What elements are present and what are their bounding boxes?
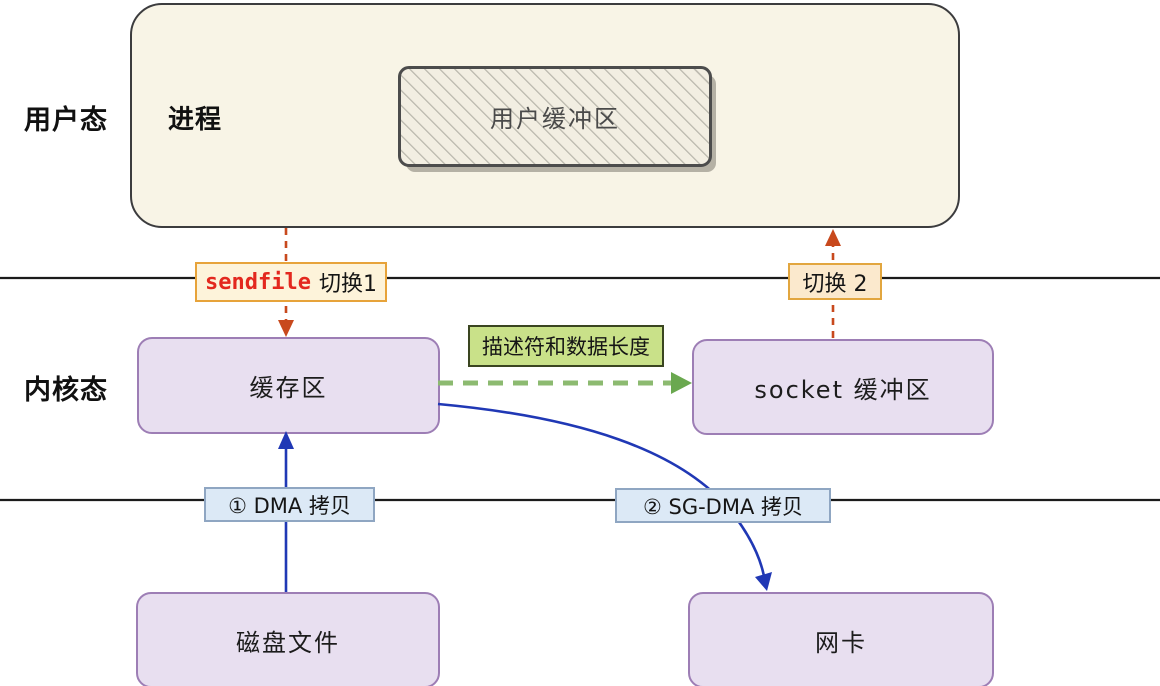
sendfile-switch1-tag: sendfile 切换1 <box>195 262 387 302</box>
dma-copy-tag: ① DMA 拷贝 <box>204 487 375 522</box>
kernel-buffer-box: 缓存区 <box>137 337 440 434</box>
sgdma-arrowhead <box>755 572 772 591</box>
switch2-arrowhead <box>825 229 841 246</box>
user-mode-label: 用户态 <box>24 105 108 136</box>
descriptor-tag: 描述符和数据长度 <box>468 325 664 367</box>
process-label: 进程 <box>168 105 223 135</box>
disk-file-box: 磁盘文件 <box>136 592 440 686</box>
switch2-text: 切换 2 <box>802 271 868 297</box>
nic-label: 网卡 <box>815 628 867 657</box>
kernel-mode-label: 内核态 <box>24 375 108 406</box>
user-buffer-box: 用户缓冲区 <box>398 66 712 167</box>
nic-box: 网卡 <box>688 592 994 686</box>
kernel-buffer-label: 缓存区 <box>249 374 328 402</box>
socket-buffer-label: socket 缓冲区 <box>754 375 932 404</box>
sgdma-copy-tag: ② SG-DMA 拷贝 <box>615 488 831 523</box>
disk-file-label: 磁盘文件 <box>236 628 340 657</box>
sgdma-copy-text: ② SG-DMA 拷贝 <box>642 494 803 519</box>
switch2-tag: 切换 2 <box>788 263 882 300</box>
sendfile-keyword: sendfile <box>205 269 311 295</box>
user-buffer-label: 用户缓冲区 <box>490 105 620 133</box>
descriptor-arrowhead <box>671 372 692 394</box>
switch1-arrowhead <box>278 320 294 337</box>
switch1-text: 切换1 <box>318 272 377 297</box>
socket-buffer-box: socket 缓冲区 <box>692 339 994 435</box>
descriptor-text: 描述符和数据长度 <box>482 335 650 359</box>
dma-copy-text: ① DMA 拷贝 <box>228 493 351 518</box>
